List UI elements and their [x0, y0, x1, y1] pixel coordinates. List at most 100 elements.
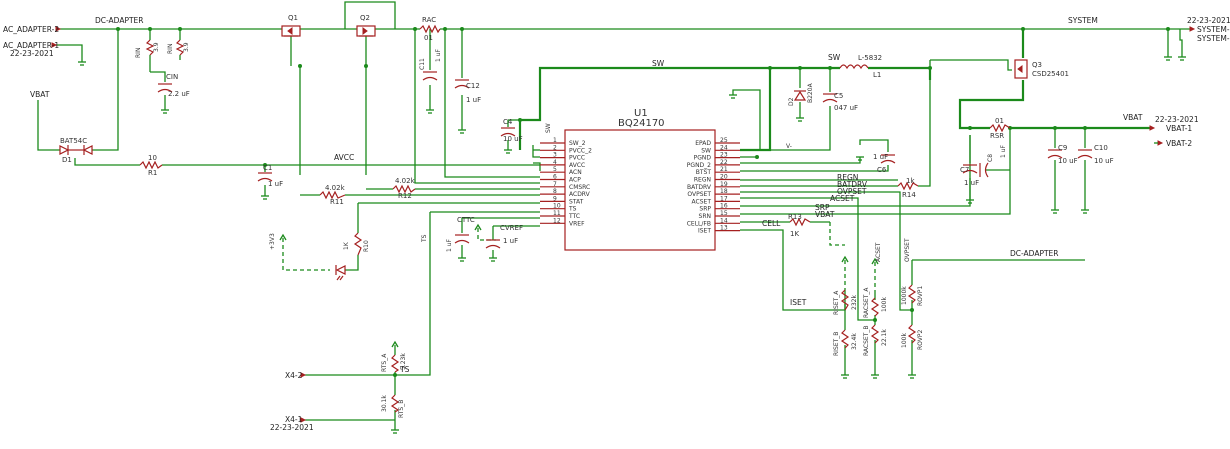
net-ac-adapter-1: AC_ADAPTER-1: [3, 41, 59, 50]
diode-d1: BAT54C D1: [59, 137, 93, 164]
pin-name: SRP: [699, 206, 711, 213]
racset-a-value: 100k: [881, 297, 888, 312]
net-system: SYSTEM: [1068, 16, 1098, 25]
ground-icon: [729, 94, 737, 99]
pin-name: TTC: [568, 213, 580, 220]
pin-number: 23: [720, 152, 728, 159]
pin-number: 14: [720, 217, 728, 224]
q3-label: Q3: [1032, 61, 1042, 69]
pin-name: ACSET: [692, 198, 712, 205]
ground-icon: [871, 374, 879, 379]
resistor-rac: RAC 01: [419, 16, 441, 42]
inductor-l1: L-5832 L1: [839, 54, 882, 79]
capacitor-c6: 1 uF C6: [873, 153, 896, 174]
ic-ref: U1: [634, 108, 648, 119]
net-ac-adapter-2: AC_ADAPTER-2: [3, 25, 59, 34]
capacitor-c1: C1 1 uF: [257, 164, 283, 188]
rovp2-value: 100k: [901, 333, 908, 348]
ground-icon: [458, 257, 466, 262]
c7-label: C7: [960, 166, 969, 174]
pin-name: BATDRV: [687, 184, 712, 191]
pin-number: 5: [553, 166, 557, 173]
pin-number: 22: [720, 159, 728, 166]
c4-value: 10 uF: [503, 135, 523, 143]
ground-icon: [966, 199, 974, 204]
capacitor-c4: C4 10 uF: [500, 118, 523, 143]
ic-pin-left: 11 TTC: [540, 210, 580, 220]
resistor-rin1: RIN 3.9: [135, 39, 160, 58]
pin-number: 8: [553, 188, 557, 195]
net-system-2: SYSTEM-2: [1197, 34, 1230, 43]
riset-a-value: 232k: [851, 295, 858, 310]
ground-icon: [161, 109, 169, 114]
ground-icon: [426, 109, 434, 114]
arrow-up-icon: [871, 257, 879, 265]
arrow-up-icon: [279, 233, 287, 241]
resistor-racset-b: RACSET_B 22.1k: [863, 324, 888, 357]
net-vbat: VBAT: [30, 90, 50, 99]
racset-b-label: RACSET_B: [863, 326, 870, 357]
mosfet-q3: Q3 CSD25401: [1014, 59, 1069, 79]
net-labels: AC_ADAPTER-2 AC_ADAPTER-1 22-23-2021 DC-…: [3, 16, 1230, 432]
rin1-value: 3.9: [153, 42, 160, 52]
pin-number: 11: [553, 210, 561, 217]
l1-value: L-5832: [858, 54, 882, 62]
resistor-r13: R13 1K: [788, 213, 811, 238]
pin-name: SW_2: [569, 140, 586, 147]
wires: [37, 1, 1190, 430]
net-vbat-2: VBAT-2: [1166, 139, 1192, 148]
net-regn: REGN: [837, 173, 858, 182]
capacitor-c5: C5 047 uF: [822, 92, 858, 112]
arrow-up-icon: [391, 340, 399, 348]
net-avcc: AVCC: [334, 153, 354, 162]
net-ts-vertical: TS: [421, 234, 428, 243]
ground-icon: [841, 374, 849, 379]
rts-a-label: RTS_A: [381, 353, 388, 372]
cvref-label: CVREF: [500, 224, 523, 232]
ground-label: V-: [786, 143, 792, 150]
net-vbat-right: VBAT: [1123, 113, 1143, 122]
pin-name: ACP: [569, 177, 581, 184]
riset-b-value: 32.4k: [851, 333, 858, 350]
r11-value: 4.02k: [325, 184, 346, 192]
c1-label: C1: [263, 164, 272, 172]
r1-value: 10: [148, 154, 157, 162]
mosfet-q1: Q1: [281, 14, 301, 37]
q2-label: Q2: [360, 14, 370, 22]
ground-icon: [489, 257, 497, 262]
c8-label: C8: [987, 154, 994, 162]
pin-name: OVPSET: [687, 191, 711, 198]
pin-number: 20: [720, 174, 728, 181]
capacitor-c12: C12 1 uF: [454, 79, 481, 104]
racset-b-value: 22.1k: [881, 329, 888, 346]
r1-label: R1: [148, 169, 157, 177]
r10-value: 1K: [343, 241, 350, 250]
resistor-rts-a: RTS_A 5.23k: [381, 353, 407, 373]
cin-label: CIN: [166, 73, 178, 81]
resistor-racset-a: RACSET_A 100k: [863, 287, 888, 318]
c10-label: C10: [1094, 144, 1108, 152]
d1-part: BAT54C: [60, 137, 87, 145]
capacitor-c9: C9 10 uF: [1047, 144, 1078, 165]
arrow-up-icon: [841, 255, 849, 263]
date-label: 22-23-2021: [270, 423, 314, 432]
resistor-r12: 4.02k R12: [392, 177, 416, 200]
pin-number: 1: [553, 137, 557, 144]
pin-name: PVCC_2: [569, 147, 592, 154]
c5-label: C5: [834, 92, 843, 100]
capacitor-c11: C11 1 uF: [419, 48, 442, 81]
capacitor-cin: CIN 2.2 uF: [157, 73, 190, 98]
c4-label: C4: [503, 118, 513, 126]
pin-number: 3: [553, 152, 557, 159]
net-x4-1: X4-1: [285, 415, 303, 424]
resistor-r10: 1K R10: [343, 232, 370, 256]
